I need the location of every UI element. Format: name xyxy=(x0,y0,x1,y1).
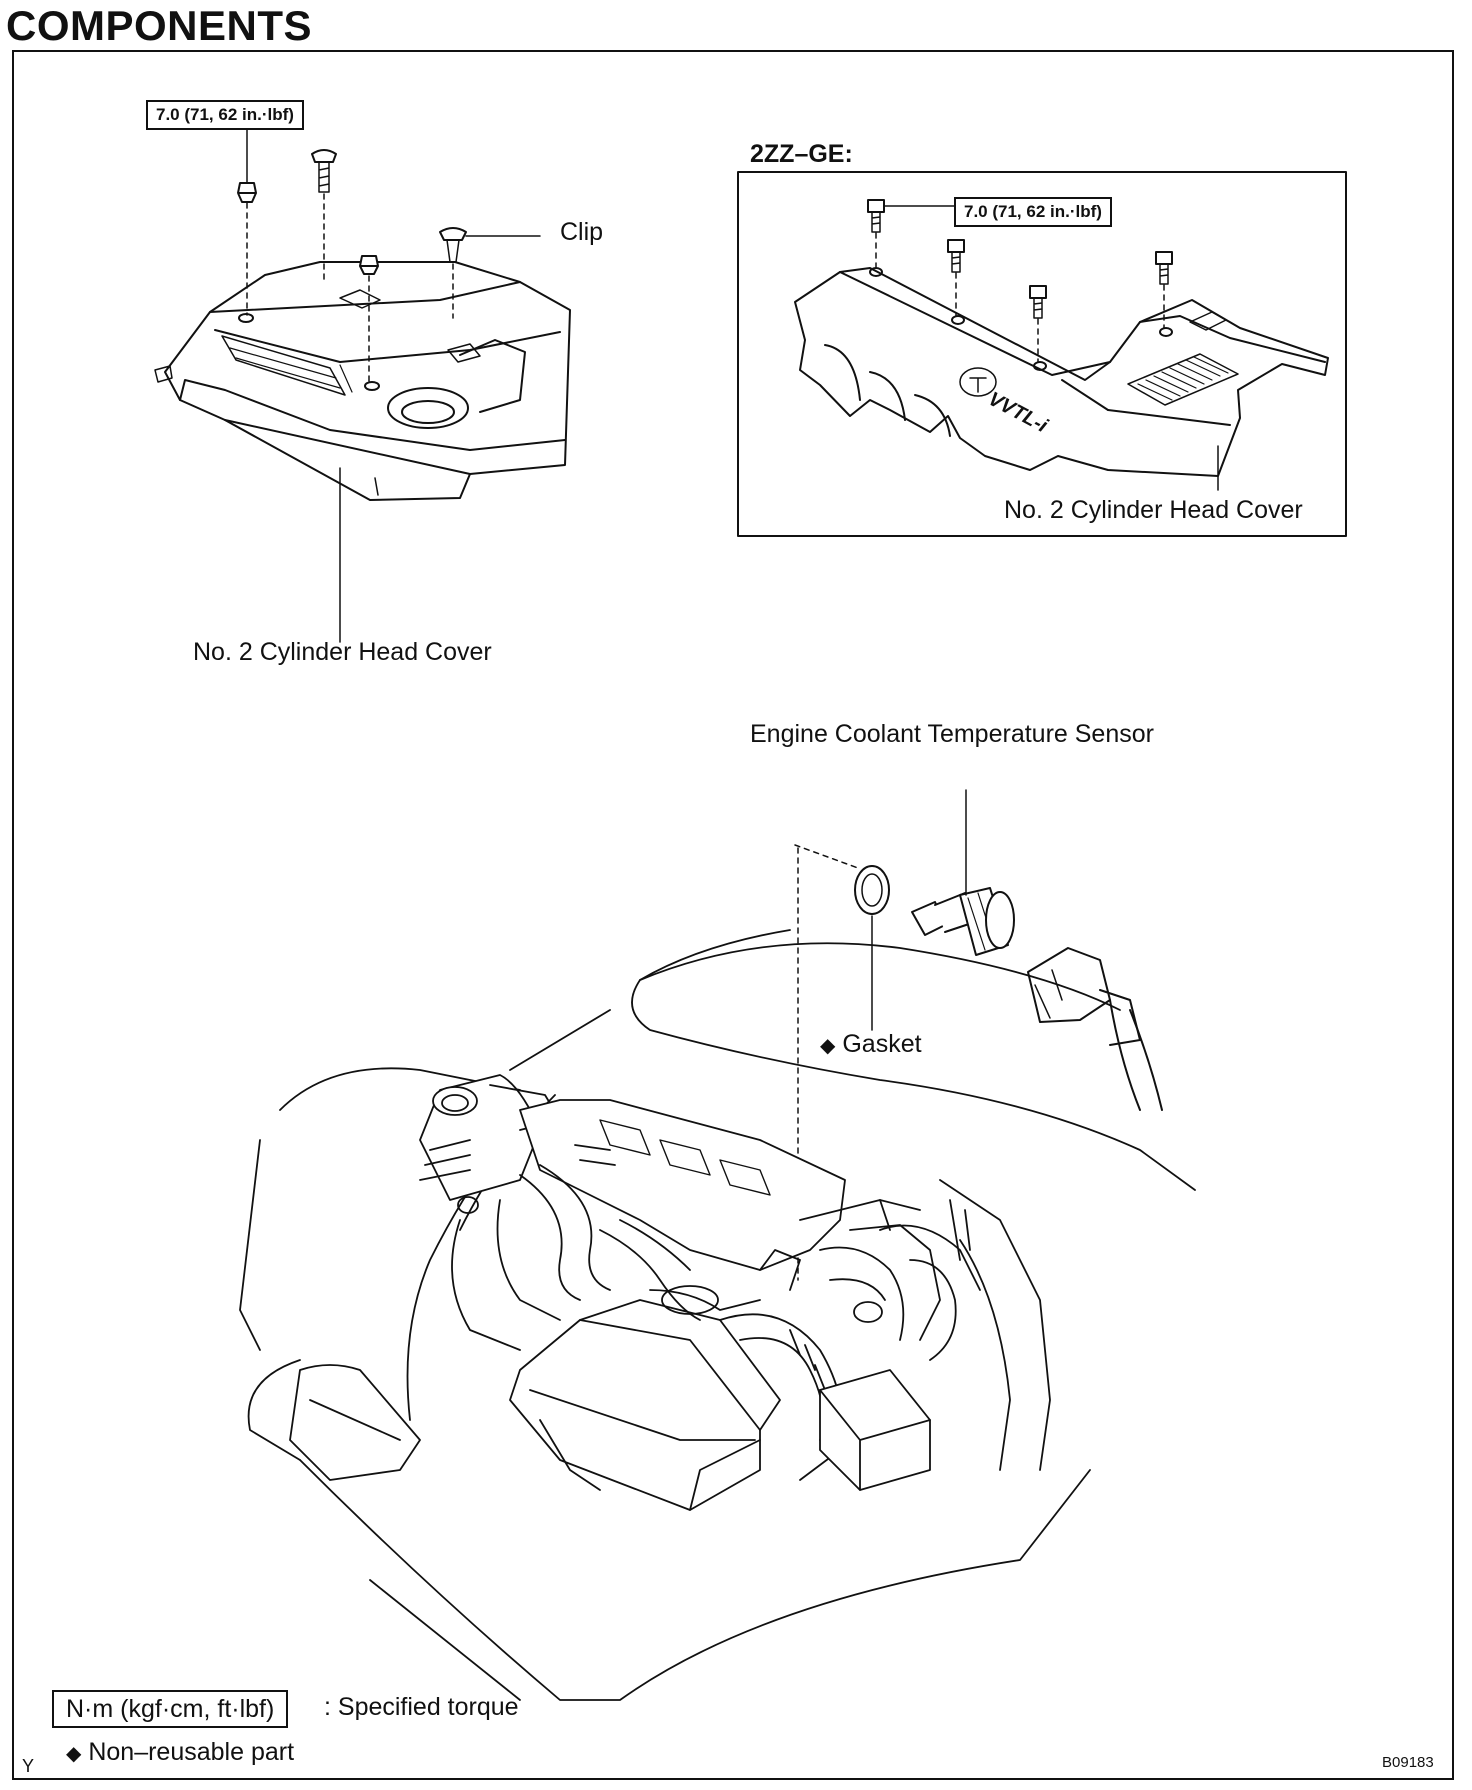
engine-bay-illustration xyxy=(240,930,1195,1700)
clip-label: Clip xyxy=(560,218,604,246)
left-cover-label: No. 2 Cylinder Head Cover xyxy=(193,638,492,666)
non-reusable-marker-icon: ◆ xyxy=(820,1035,836,1057)
left-torque-spec-box: 7.0 (71, 62 in.·lbf) xyxy=(146,100,304,130)
coolant-sensor-label: Engine Coolant Temperature Sensor xyxy=(750,720,1154,748)
gasket-label-text: Gasket xyxy=(842,1030,922,1058)
legend-nonreusable-text: Non–reusable part xyxy=(88,1738,295,1766)
corner-mark: Y xyxy=(22,1756,35,1776)
inset-torque-spec-box: 7.0 (71, 62 in.·lbf) xyxy=(954,197,1112,227)
gasket-label: ◆ Gasket xyxy=(820,1030,922,1059)
left-cylinder-head-cover xyxy=(155,128,570,642)
coolant-sensor-assembly xyxy=(795,790,1162,1280)
inset-heading-2zz: 2ZZ–GE: xyxy=(750,140,853,168)
diagram-frame xyxy=(12,50,1454,1780)
legend-nonreusable: ◆ Non–reusable part xyxy=(66,1738,294,1767)
inset-cover-label: No. 2 Cylinder Head Cover xyxy=(1004,496,1303,524)
inset-cylinder-head-cover xyxy=(795,200,1328,490)
inset-frame-2zz xyxy=(738,172,1346,536)
page-title: COMPONENTS xyxy=(6,2,313,49)
legend-torque-unit-box: N·m (kgf·cm, ft·lbf) xyxy=(52,1690,289,1728)
legend-torque-desc: : Specified torque xyxy=(324,1693,519,1721)
non-reusable-legend-marker-icon: ◆ xyxy=(66,1743,82,1765)
figure-code: B09183 xyxy=(1382,1754,1434,1771)
